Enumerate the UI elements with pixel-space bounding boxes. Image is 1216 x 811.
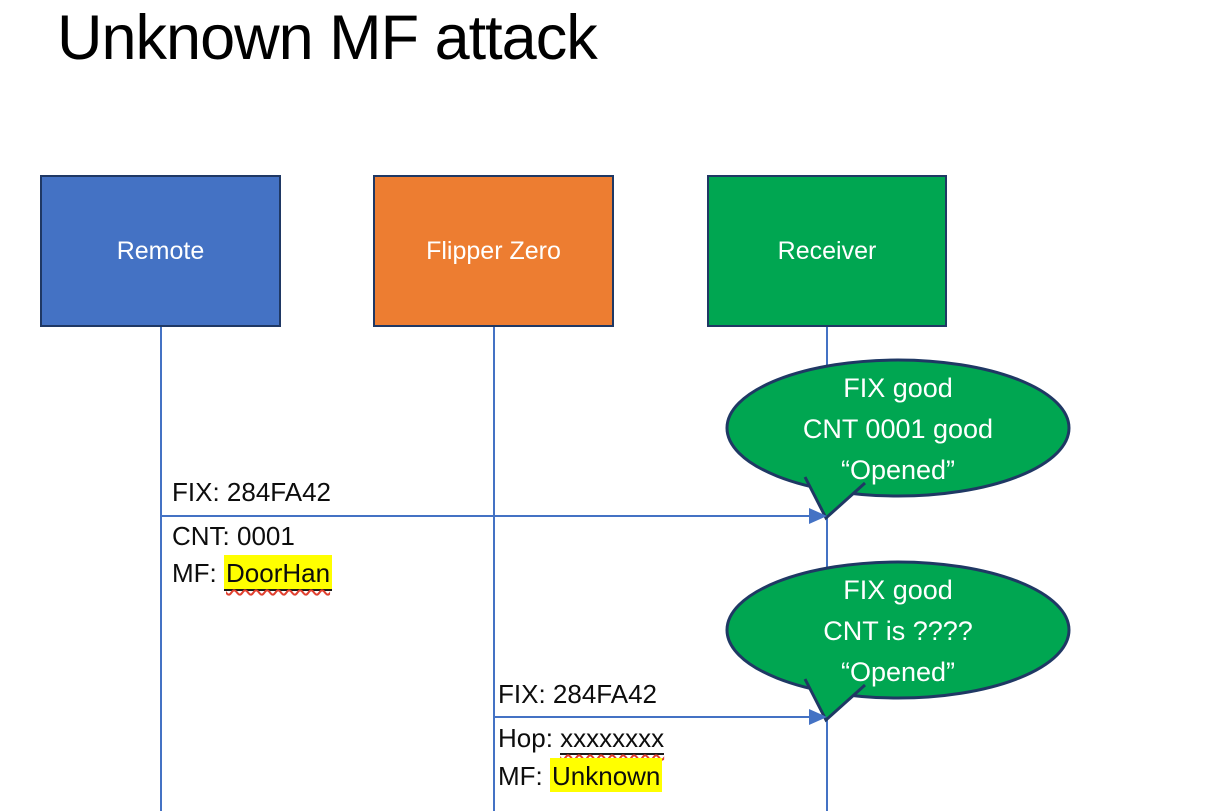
- message-1-line-3-value: DoorHan: [224, 555, 333, 591]
- callout-1-line-2: CNT 0001 good: [802, 414, 994, 444]
- actor-label-remote: Remote: [116, 236, 205, 265]
- callout-2-line-2: CNT is ????: [823, 616, 973, 646]
- message-2-line-1-text: FIX: 284FA42: [498, 679, 657, 709]
- message-1-line-2-text: CNT: 0001: [172, 521, 295, 551]
- lifeline-flipper-zero: [493, 327, 495, 811]
- slide-title: Unknown MF attack: [57, 3, 598, 73]
- callout-1-line-3: “Opened”: [840, 455, 956, 485]
- message-2-line-2-value: xxxxxxxx: [560, 723, 665, 755]
- speech-bubble-2-text: FIX good CNT is ???? “Opened”: [737, 570, 1059, 693]
- arrowhead-icon-message-1: [809, 508, 827, 524]
- message-2-line-1: FIX: 284FA42: [498, 679, 657, 710]
- actor-box-flipper-zero: Flipper Zero: [373, 175, 614, 327]
- message-1-line-1: FIX: 284FA42: [172, 477, 331, 508]
- speech-bubble-2-ellipse: [725, 560, 1071, 700]
- lifeline-remote: [160, 327, 162, 811]
- arrowhead-icon-message-2: [809, 709, 827, 725]
- message-arrow-line-2: [494, 716, 809, 718]
- message-1-line-1-text: FIX: 284FA42: [172, 477, 331, 507]
- callout-1-line-1: FIX good: [843, 373, 953, 403]
- message-1-line-2: CNT: 0001: [172, 521, 295, 552]
- actor-label-flipper-zero: Flipper Zero: [426, 236, 561, 265]
- message-2-line-3: MF: Unknown: [498, 758, 663, 792]
- message-2-line-2-prefix: Hop:: [498, 723, 561, 753]
- actor-box-remote: Remote: [40, 175, 281, 327]
- message-1-line-3-prefix: MF:: [172, 558, 224, 588]
- speech-bubble-1-ellipse: [725, 358, 1071, 498]
- message-arrow-line-1: [161, 515, 809, 517]
- message-2-line-2: Hop: xxxxxxxx: [498, 723, 665, 755]
- actor-box-receiver: Receiver: [707, 175, 947, 327]
- actor-label-receiver: Receiver: [777, 236, 877, 265]
- message-2-line-3-prefix: MF:: [498, 761, 550, 791]
- callout-2-line-1: FIX good: [843, 575, 953, 605]
- message-1-line-3: MF: DoorHan: [172, 555, 333, 591]
- speech-bubble-1-text: FIX good CNT 0001 good “Opened”: [737, 368, 1059, 491]
- callout-2-line-3: “Opened”: [840, 657, 956, 687]
- message-2-line-3-value: Unknown: [550, 758, 663, 792]
